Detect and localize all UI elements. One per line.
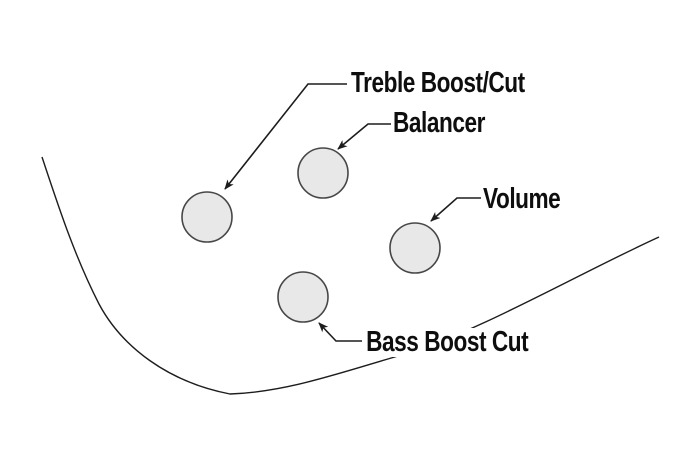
volume-label: Volume xyxy=(483,183,561,215)
instrument-body-outline xyxy=(41,156,660,395)
balancer-label: Balancer xyxy=(393,107,485,139)
balancer-callout-line xyxy=(337,123,391,150)
treble-boost-cut-callout-line xyxy=(224,83,347,190)
treble-boost-cut-label: Treble Boost/Cut xyxy=(351,67,525,99)
volume-knob xyxy=(389,222,441,274)
volume-callout-line xyxy=(430,197,481,222)
bass-boost-cut-callout-line xyxy=(318,322,362,342)
balancer-knob xyxy=(297,147,349,199)
treble-boost-cut-knob xyxy=(181,191,233,243)
bass-boost-cut-label: Bass Boost Cut xyxy=(363,328,532,357)
bass-boost-cut-knob xyxy=(277,271,329,323)
